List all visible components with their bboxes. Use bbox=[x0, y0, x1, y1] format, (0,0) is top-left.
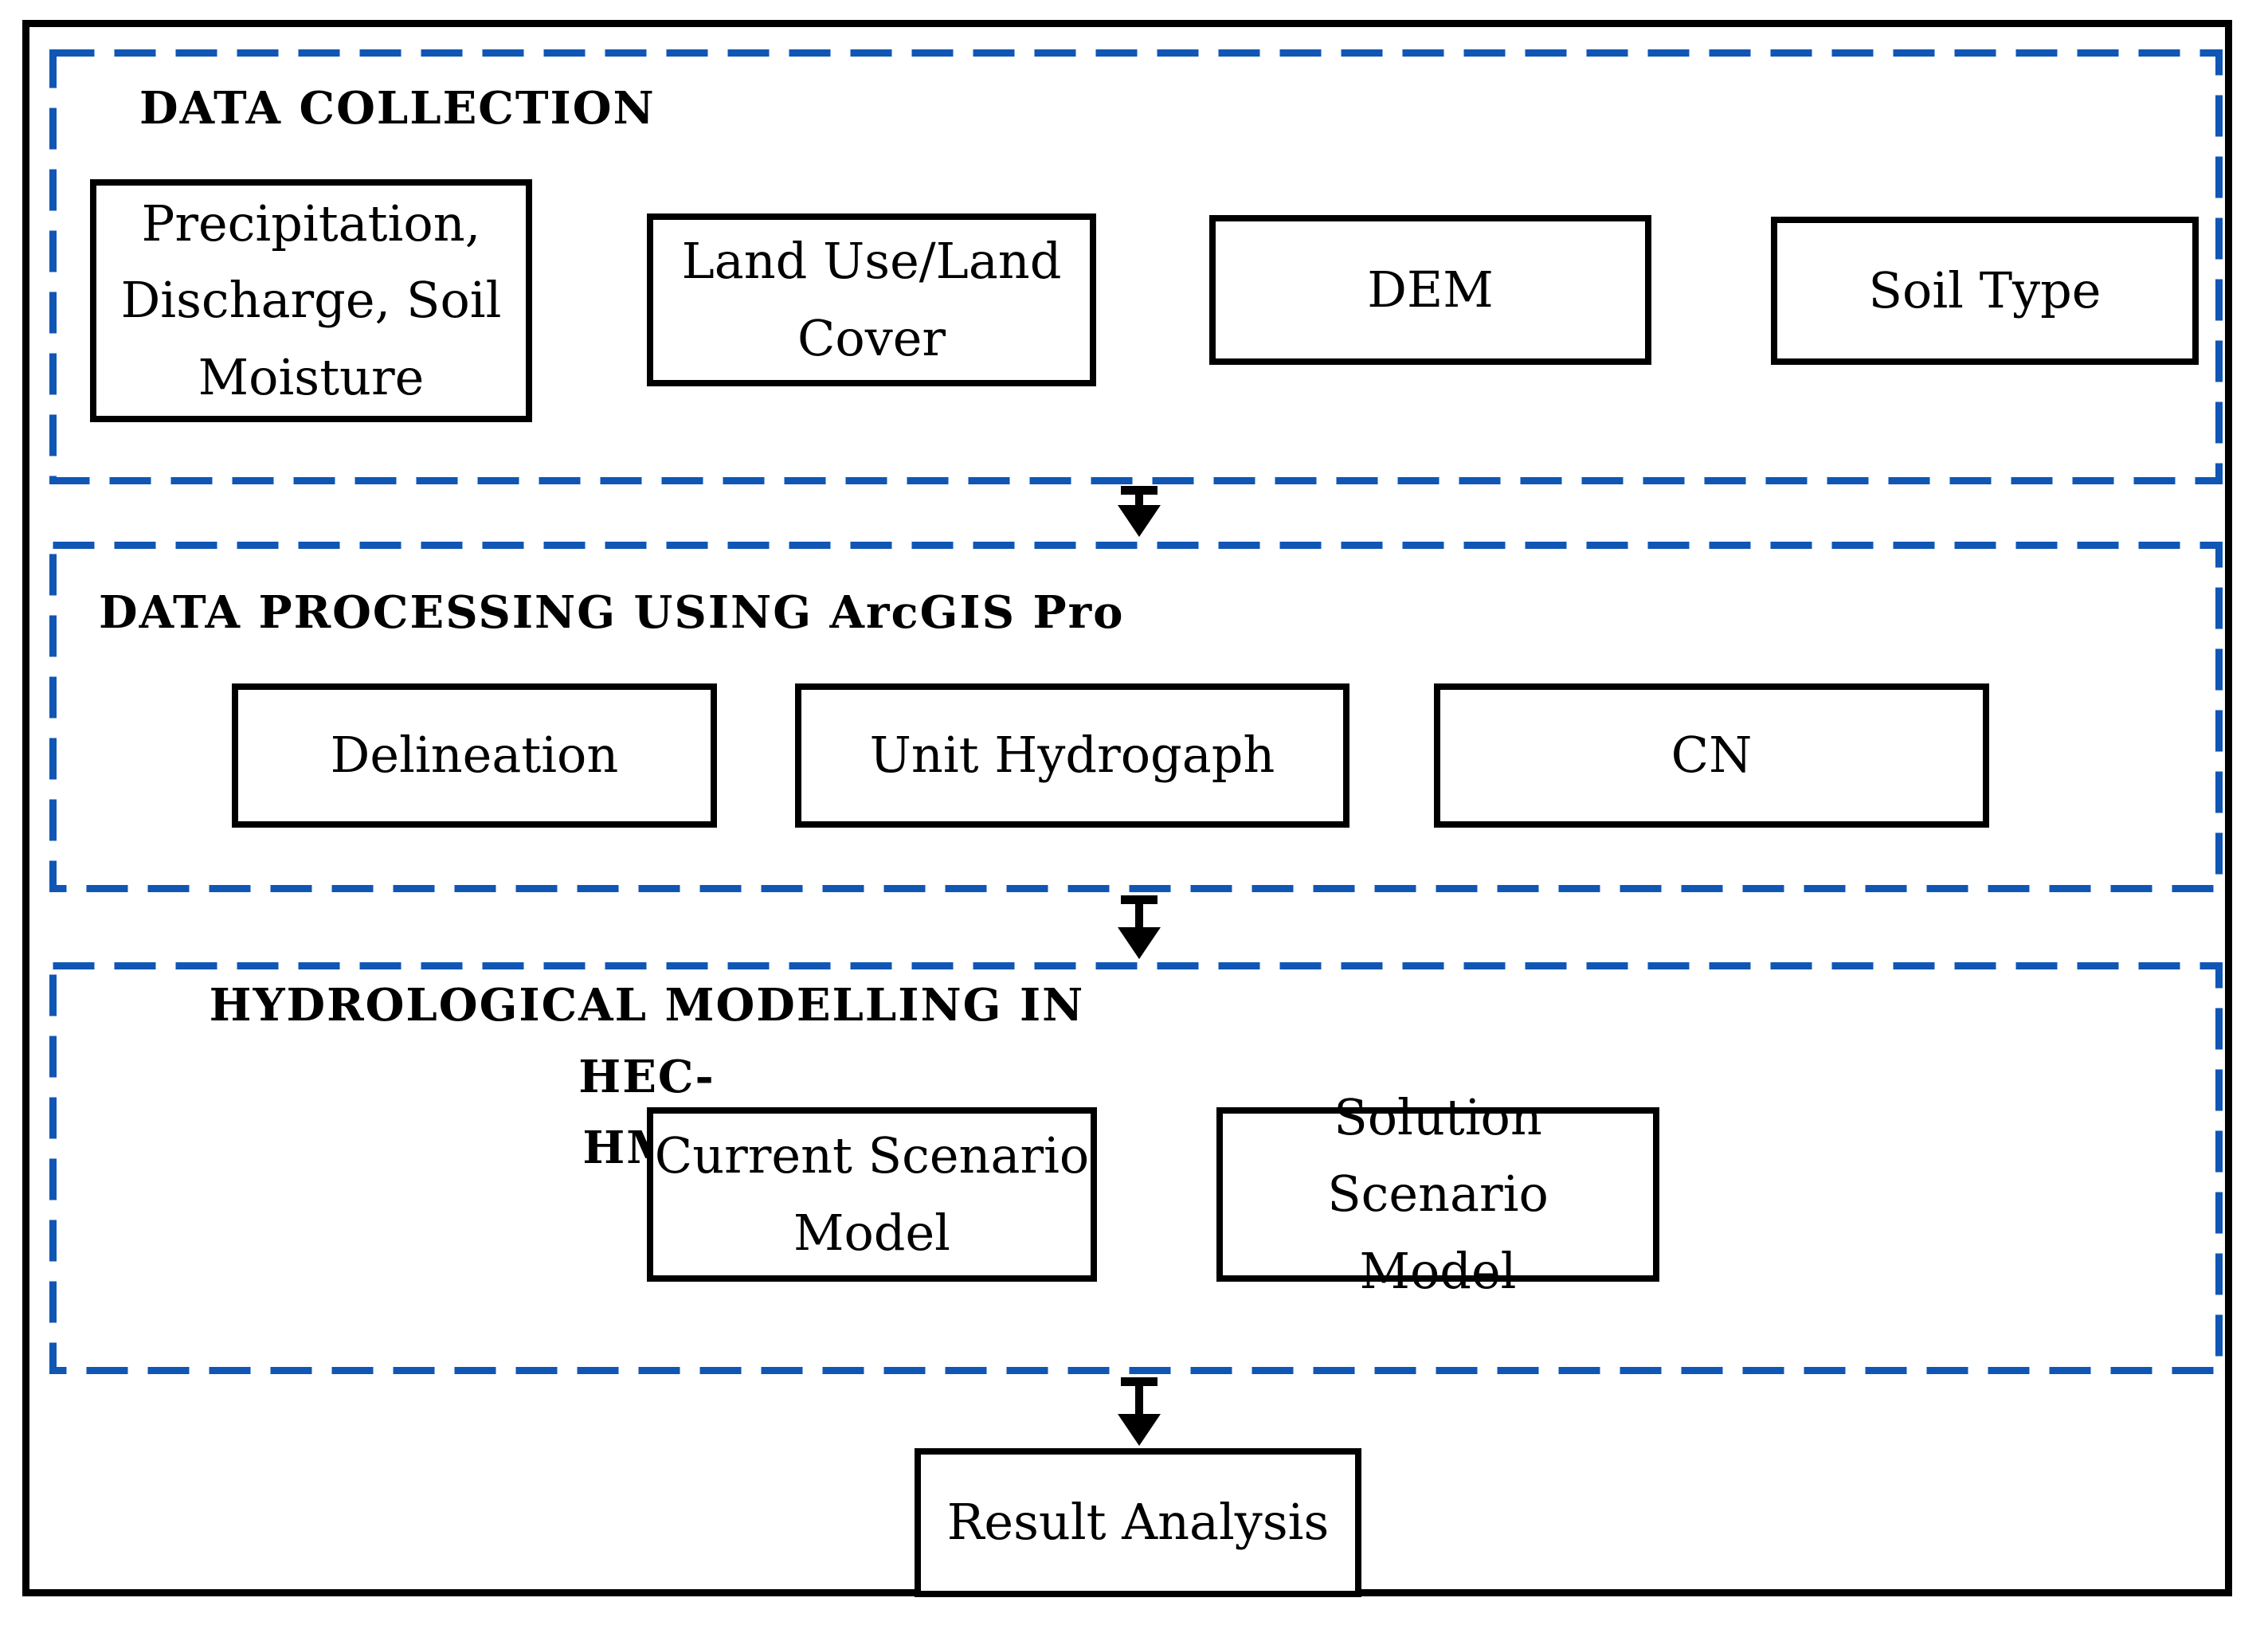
box-soil-type: Soil Type bbox=[1771, 217, 2199, 365]
box-land-use-land-cover: Land Use/Land Cover bbox=[647, 213, 1096, 386]
section-data-collection: DATA COLLECTION Precipitation, Discharge… bbox=[49, 49, 2223, 484]
box-result-analysis: Result Analysis bbox=[915, 1448, 1361, 1597]
section-hydrological-modelling: HYDROLOGICAL MODELLING IN HEC- HMS Curre… bbox=[49, 962, 2223, 1374]
box-dem: DEM bbox=[1209, 215, 1651, 365]
arrow-stem bbox=[1135, 1377, 1143, 1420]
section-title-data-collection: DATA COLLECTION bbox=[139, 82, 656, 135]
box-current-scenario-model: Current Scenario Model bbox=[647, 1107, 1097, 1282]
dashed-border bbox=[49, 962, 2223, 1374]
arrow-stem bbox=[1135, 486, 1143, 511]
box-precipitation-discharge-soil-moisture: Precipitation, Discharge, Soil Moisture bbox=[90, 179, 532, 422]
down-arrow-icon bbox=[1117, 1377, 1161, 1446]
box-delineation: Delineation bbox=[232, 683, 717, 828]
box-unit-hydrogaph: Unit Hydrogaph bbox=[795, 683, 1349, 828]
section-data-processing: DATA PROCESSING USING ArcGIS Pro Delinea… bbox=[49, 542, 2223, 892]
arrow-head bbox=[1118, 927, 1161, 959]
section-title-data-processing: DATA PROCESSING USING ArcGIS Pro bbox=[99, 586, 1125, 639]
down-arrow-icon bbox=[1117, 486, 1161, 537]
dashed-border bbox=[49, 542, 2223, 892]
arrow-head bbox=[1118, 1414, 1161, 1446]
dashed-border bbox=[49, 49, 2223, 484]
section-title-hydrological-modelling: HYDROLOGICAL MODELLING IN HEC- HMS bbox=[209, 979, 1085, 1174]
arrow-stem bbox=[1135, 895, 1143, 934]
down-arrow-icon bbox=[1117, 895, 1161, 959]
box-cn: CN bbox=[1434, 683, 1989, 828]
box-solution-scenario-model: Solution Scenario Model bbox=[1216, 1088, 1659, 1300]
arrow-head bbox=[1118, 505, 1161, 537]
